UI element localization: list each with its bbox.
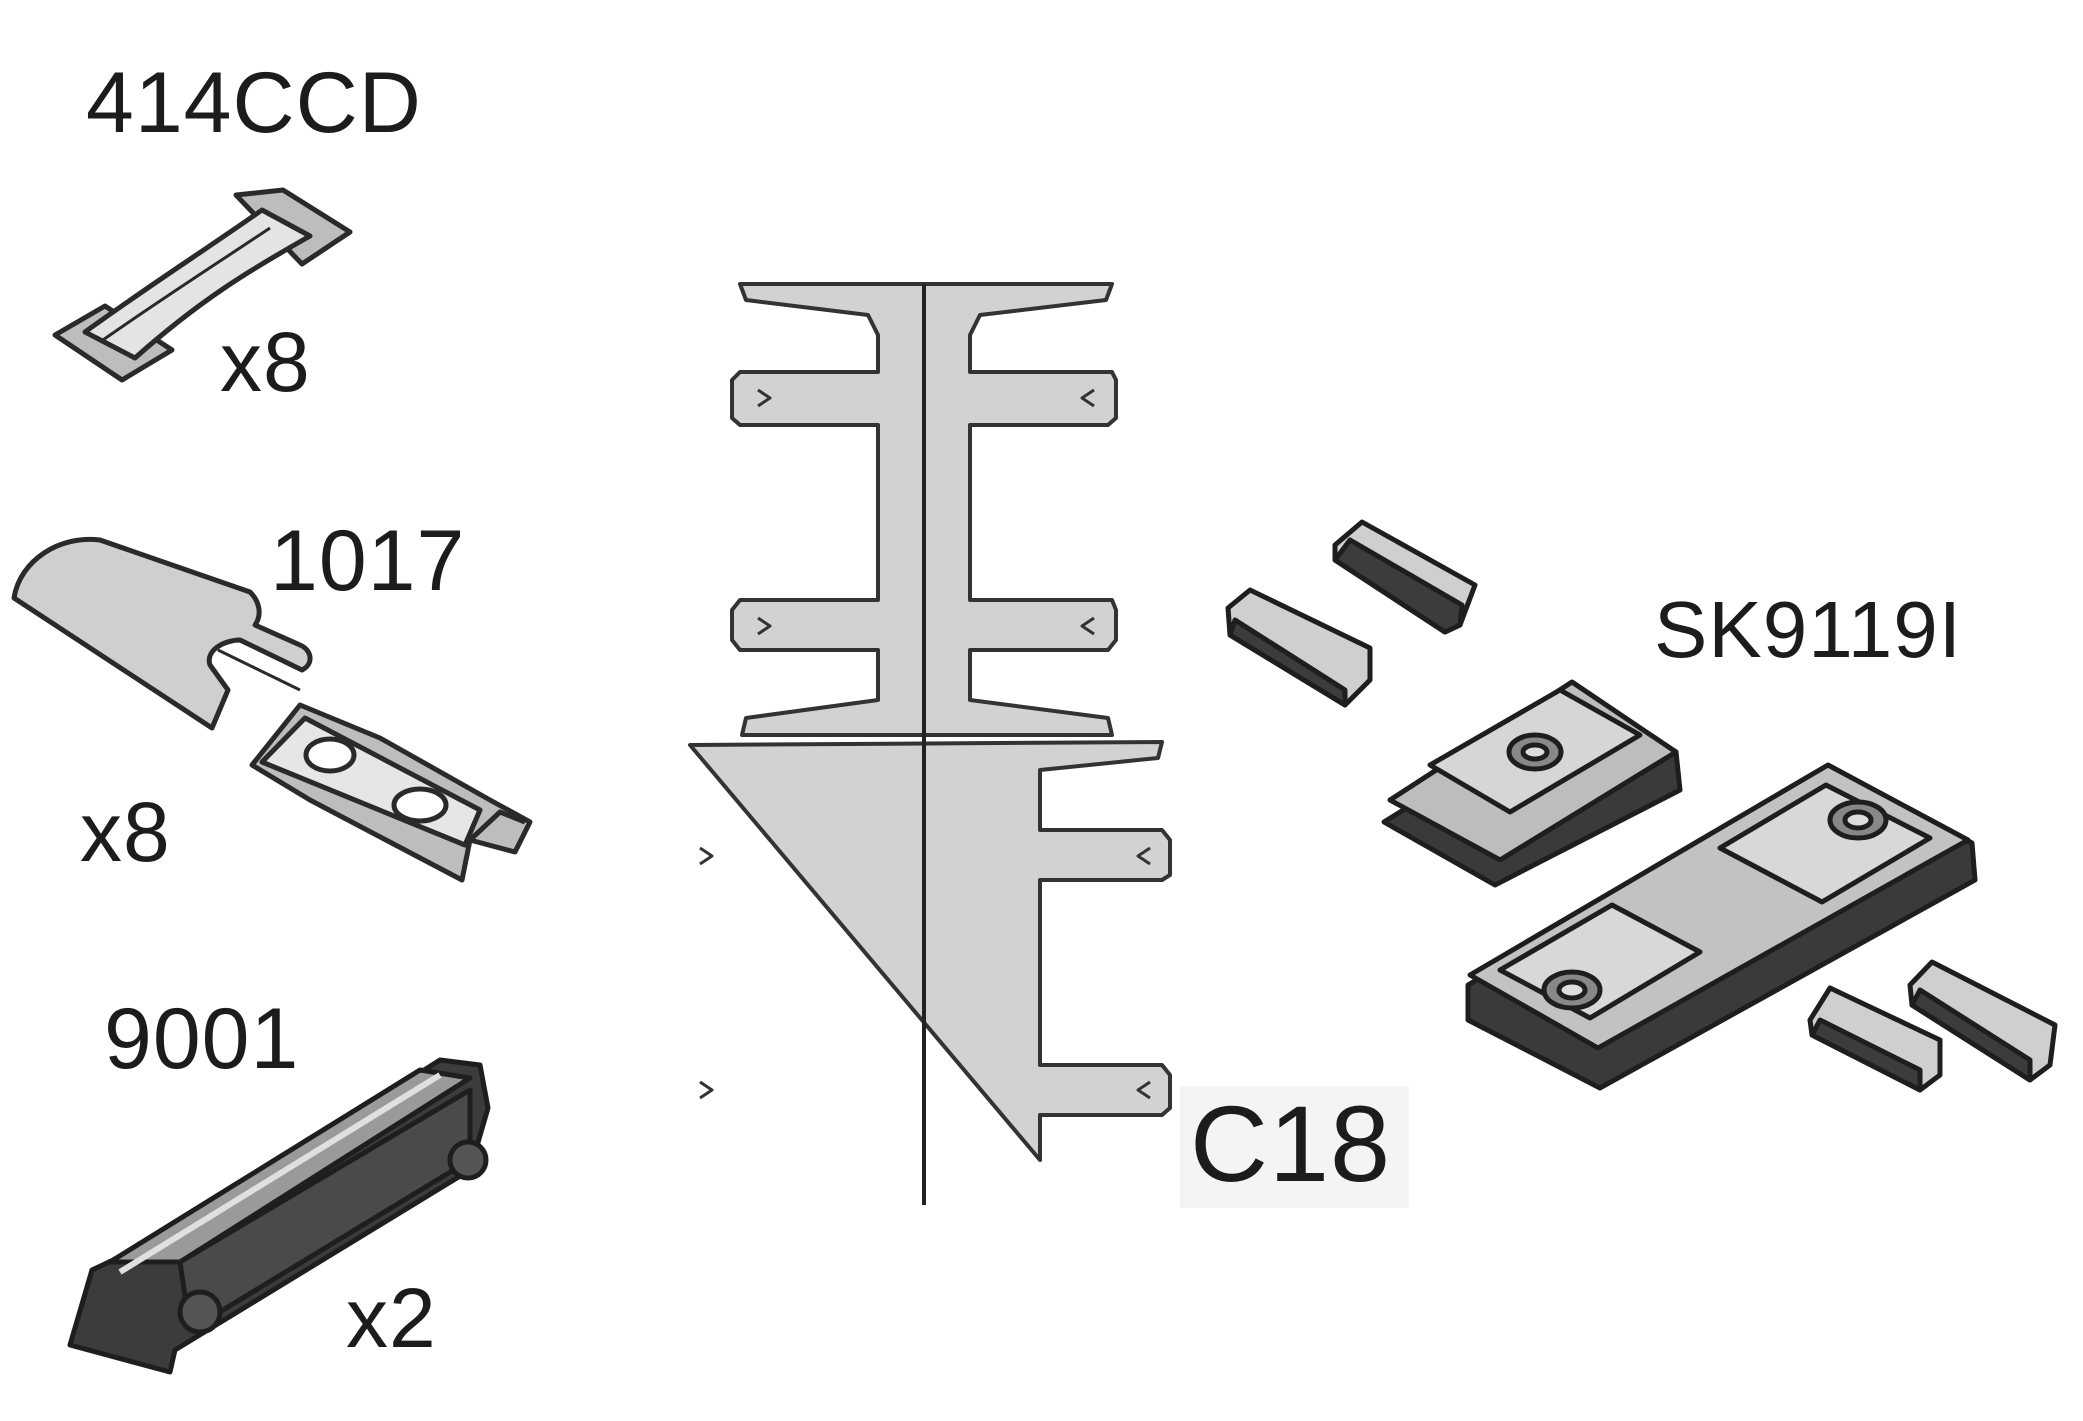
part-code-414ccd: 414CCD [86,55,422,151]
part-c18 [688,282,1172,1205]
part-sk9119i [1225,519,2058,1093]
part-qty-9001: x2 [346,1271,437,1365]
part-code-1017: 1017 [270,513,466,609]
part-code-c18: C18 [1180,1086,1410,1208]
part-1017-bracket [249,702,533,883]
part-code-9001: 9001 [104,991,300,1087]
part-qty-414ccd: x8 [220,315,311,409]
part-qty-1017: x8 [80,785,171,879]
part-code-sk9119i: SK9119I [1654,585,1962,674]
part-414ccd [52,187,353,383]
part-9001 [67,1057,491,1375]
part-1017-plate [11,536,313,731]
